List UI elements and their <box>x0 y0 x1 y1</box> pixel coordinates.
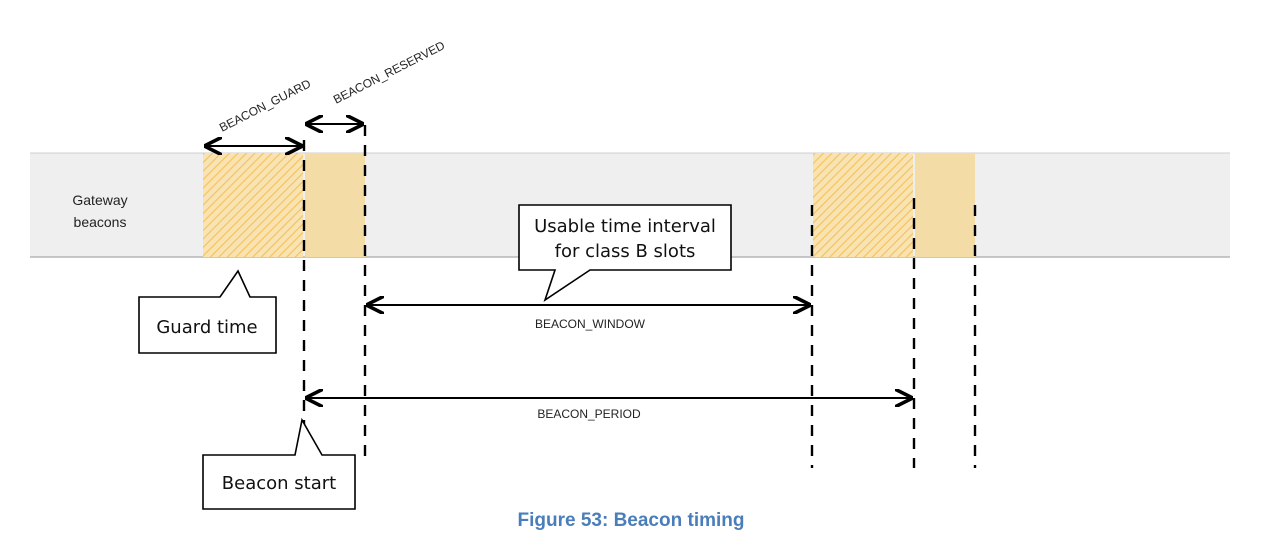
guard-period-1 <box>203 153 303 257</box>
beacon-reserved-1 <box>305 153 365 257</box>
callout-usable-line1: Usable time interval <box>534 216 716 237</box>
label-beacon-window: BEACON_WINDOW <box>535 317 646 331</box>
callout-usable-line2: for class B slots <box>555 241 696 262</box>
callout-beacon-start <box>202 417 356 510</box>
callout-beacon-start-label: Beacon start <box>222 473 336 494</box>
beacon-reserved-2 <box>915 153 975 257</box>
callout-usable-interval <box>518 204 732 302</box>
guard-period-2 <box>813 153 913 257</box>
label-beacon-reserved: BEACON_RESERVED <box>331 38 447 107</box>
callout-guard-time <box>138 269 277 354</box>
callout-guard-time-label: Guard time <box>156 317 257 338</box>
label-beacon-guard: BEACON_GUARD <box>217 76 313 134</box>
label-beacon-period: BEACON_PERIOD <box>537 407 641 421</box>
figure-caption: Figure 53: Beacon timing <box>517 510 745 531</box>
lane-label-line1: Gateway <box>72 192 127 208</box>
lane-label-line2: beacons <box>74 214 127 230</box>
